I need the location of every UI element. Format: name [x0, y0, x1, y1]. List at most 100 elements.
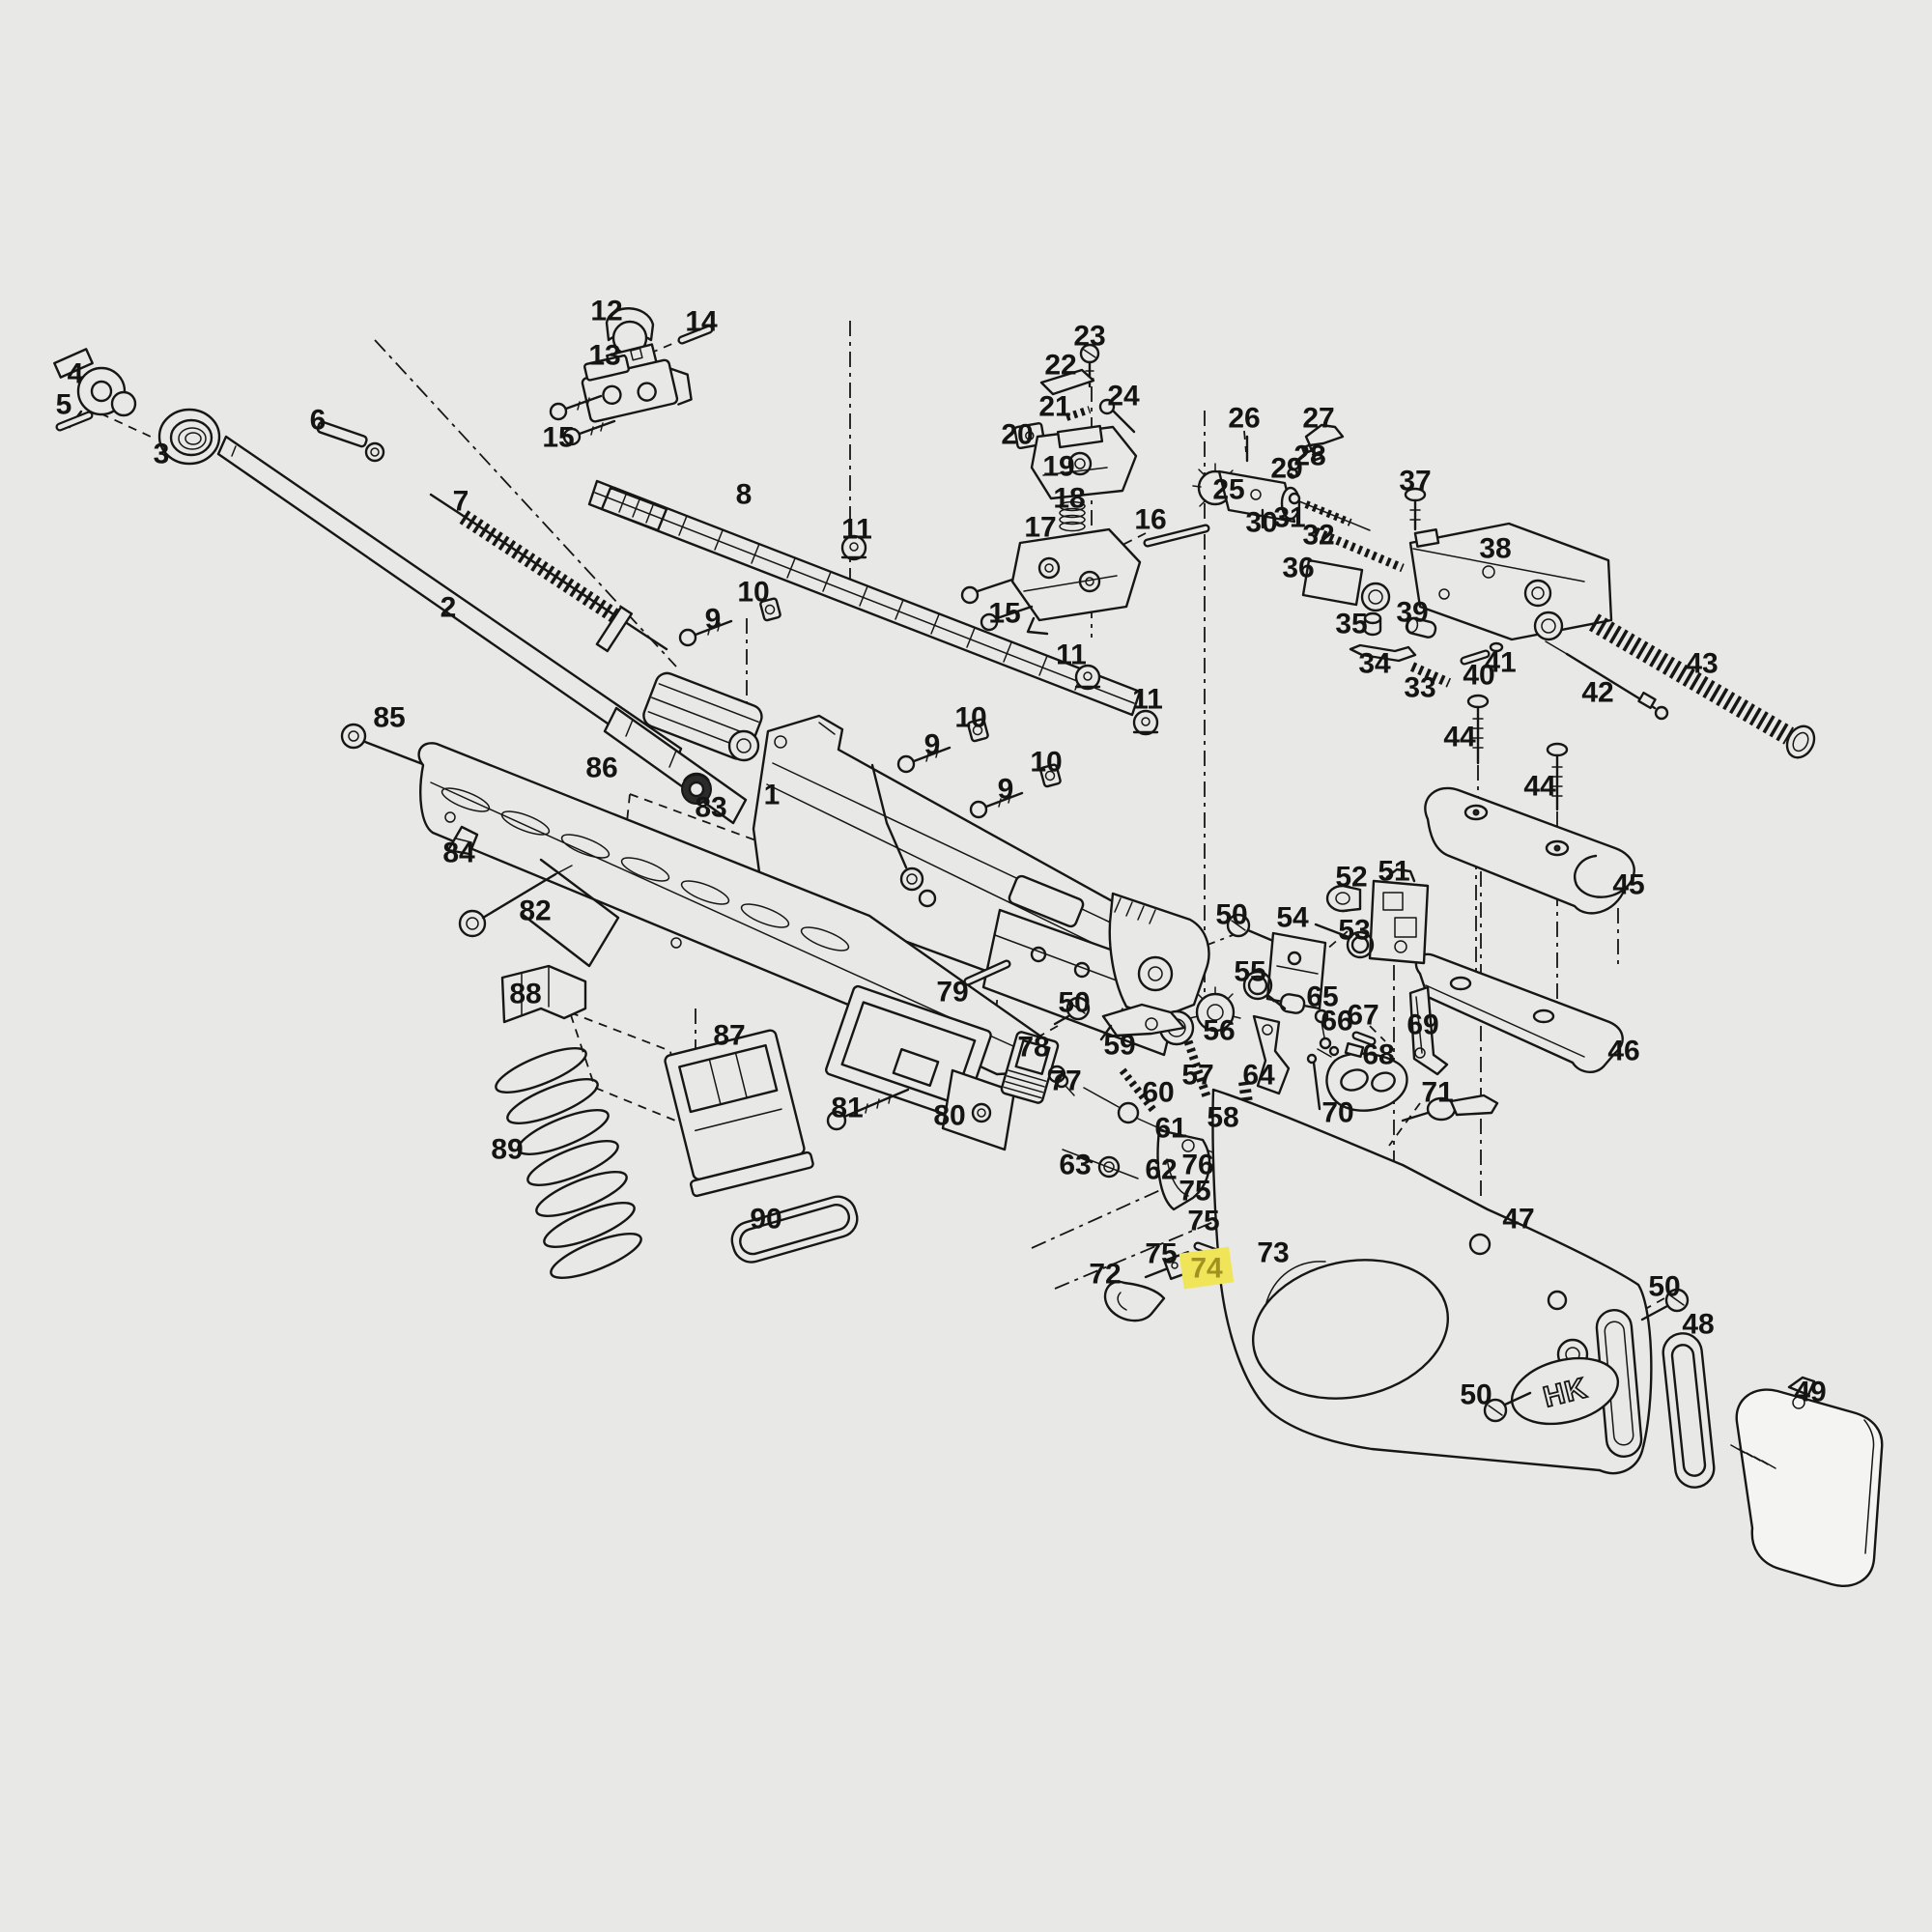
part-label-77: 77: [1049, 1065, 1081, 1097]
part-90-floor-plate: [730, 1195, 859, 1264]
part-label-27: 27: [1302, 403, 1334, 435]
part-44-screws: [1466, 694, 1569, 811]
part-label-51: 51: [1378, 856, 1409, 888]
part-64-lever: [1252, 1014, 1291, 1095]
part-label-57: 57: [1181, 1060, 1213, 1092]
part-63-spring-pin: [1062, 1149, 1139, 1179]
part-12-front-sight: [605, 307, 658, 376]
part-label-50: 50: [1058, 987, 1090, 1019]
part-label-highlight-74: [1179, 1246, 1235, 1290]
part-82-sling-rod: [458, 865, 573, 938]
part-label-14: 14: [685, 306, 718, 338]
part-label-86: 86: [585, 753, 617, 784]
part-9-screws: [678, 619, 1024, 819]
part-label-82: 82: [519, 895, 551, 927]
part-label-81: 81: [831, 1093, 863, 1124]
part-50-screw-b: [1053, 996, 1091, 1026]
part-28-bits: [1301, 443, 1323, 462]
part-13-sight-base: [581, 354, 693, 423]
part-label-59: 59: [1103, 1030, 1135, 1062]
part-48-spacer-ring: [1662, 1332, 1716, 1489]
part-label-16: 16: [1134, 504, 1166, 536]
part-label-3: 3: [154, 439, 170, 470]
part-label-15: 15: [542, 422, 574, 454]
part-42-guide-rod: [1545, 640, 1669, 721]
part-label-60: 60: [1142, 1077, 1174, 1109]
part-label-9: 9: [998, 774, 1014, 806]
part-8-top-rail: [587, 479, 1142, 717]
part-56-hammer-drum: [1189, 986, 1241, 1033]
part-6-gas-piston: [316, 420, 385, 463]
part-label-88: 88: [509, 979, 541, 1010]
part-31-firing-pin: [1288, 492, 1371, 531]
part-52-cylinder: [1325, 884, 1362, 913]
part-label-42: 42: [1581, 677, 1613, 709]
part-50-screw-a: [1226, 913, 1275, 943]
part-label-63: 63: [1059, 1150, 1091, 1181]
part-label-74: 74: [1190, 1253, 1223, 1285]
part-4-gas-block: [53, 348, 137, 429]
part-label-11: 11: [1132, 684, 1163, 716]
part-label-28: 28: [1293, 440, 1325, 472]
part-62-trigger: [1156, 1128, 1211, 1211]
part-label-6: 6: [310, 405, 327, 437]
part-53-spring: [1314, 923, 1375, 959]
part-label-9: 9: [924, 729, 941, 761]
part-label-89: 89: [491, 1134, 523, 1166]
part-label-71: 71: [1421, 1077, 1453, 1109]
part-label-15: 15: [988, 598, 1020, 630]
part-10-washers: [759, 597, 1062, 788]
part-label-10: 10: [737, 577, 769, 609]
part-label-39: 39: [1396, 597, 1428, 629]
part-label-37: 37: [1399, 466, 1431, 497]
part-label-75: 75: [1145, 1238, 1177, 1270]
handguard-slots: [440, 787, 850, 952]
part-47-stock: HK: [1211, 1088, 1653, 1475]
part-81-screw: [826, 1088, 910, 1131]
part-label-35: 35: [1335, 609, 1367, 640]
part-15-screws-rear: [960, 578, 1034, 632]
part-label-24: 24: [1107, 381, 1140, 412]
part-label-65: 65: [1306, 981, 1338, 1013]
grip-frame: [1108, 892, 1210, 1020]
hk-logo: HK: [1510, 1338, 1620, 1426]
part-label-90: 90: [750, 1204, 781, 1236]
part-34-clip: [1349, 643, 1417, 663]
part-label-78: 78: [1017, 1032, 1049, 1064]
part-label-41: 41: [1484, 647, 1516, 679]
part-label-43: 43: [1686, 648, 1718, 680]
part-label-44: 44: [1523, 771, 1556, 803]
part-22-plate: [1039, 368, 1095, 396]
part-label-48: 48: [1682, 1309, 1714, 1341]
part-label-55: 55: [1234, 956, 1265, 988]
part-65-nut: [1314, 1009, 1329, 1038]
part-label-31: 31: [1273, 502, 1305, 534]
part-label-1: 1: [764, 780, 781, 811]
part-45-upper-cap: [1424, 786, 1635, 915]
part-60-spring: [1119, 1067, 1159, 1116]
part-3-barrel-nut: [157, 408, 221, 466]
part-label-46: 46: [1607, 1036, 1639, 1067]
part-label-72: 72: [1089, 1259, 1121, 1291]
part-33-spring: [1409, 662, 1452, 688]
part-label-10: 10: [1030, 747, 1062, 779]
part-label-20: 20: [1001, 419, 1033, 451]
part-label-29: 29: [1270, 453, 1302, 485]
part-label-18: 18: [1053, 483, 1085, 515]
part-7-spring-rod: [429, 493, 668, 653]
part-label-30: 30: [1245, 507, 1277, 539]
cocking-lever: [870, 763, 937, 908]
part-label-21: 21: [1038, 391, 1070, 423]
part-label-75: 75: [1179, 1176, 1210, 1208]
part-label-49: 49: [1794, 1377, 1826, 1408]
part-19-rear-sight: [1030, 424, 1138, 500]
part-label-84: 84: [442, 838, 475, 869]
part-label-38: 38: [1479, 533, 1511, 565]
part-label-22: 22: [1044, 350, 1076, 382]
part-71-safety: [1401, 1094, 1499, 1122]
part-label-34: 34: [1358, 648, 1391, 680]
